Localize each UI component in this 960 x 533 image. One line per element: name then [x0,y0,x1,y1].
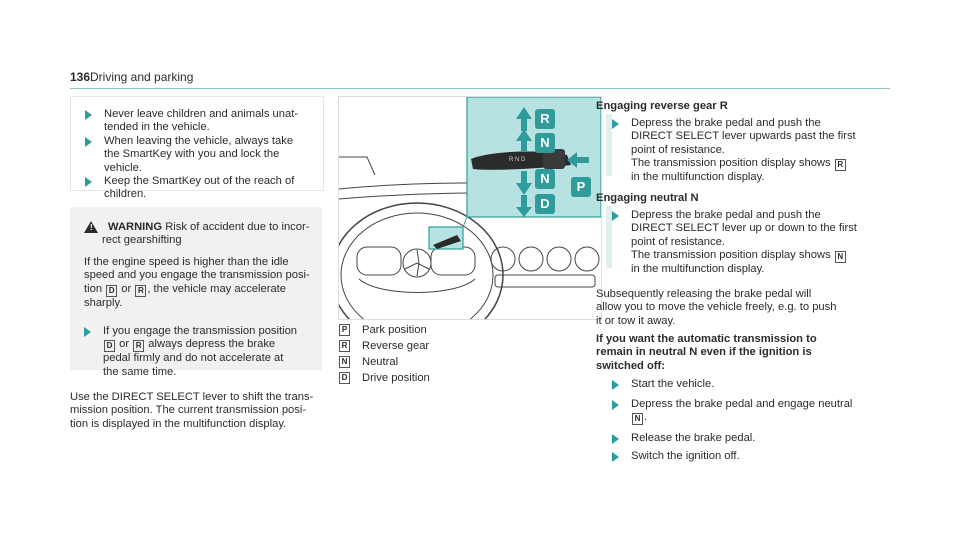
key-r-icon: R [133,340,145,353]
release-paragraph: Subsequently releasing the brake pedal w… [596,288,837,327]
step-bar [606,206,612,268]
warning-label: WARNING [108,221,163,233]
warning-title: Risk of accident due to incor- [165,221,310,233]
safety-item: Keep the SmartKey out of the reach of ch… [85,175,294,202]
bullet-arrow-icon [85,110,92,120]
neutral-heading: Engaging neutral N [596,192,699,204]
ignition-step: Switch the ignition off. [612,450,740,463]
warning-bullet-text: If you engage the transmission position … [103,325,298,378]
ignition-step: Depress the brake pedal and engage neutr… [612,398,852,426]
key-r-icon: R [339,340,350,352]
key-p-icon: P [339,324,350,336]
bullet-arrow-icon [612,452,619,462]
svg-text:R N D: R N D [509,157,526,163]
warning-bullet: If you engage the transmission position … [84,325,308,379]
page-number: 136 [70,70,91,84]
badge-p: P [571,177,591,197]
key-r-icon: R [834,159,846,172]
safety-item-text: Keep the SmartKey out of the reach of ch… [104,175,295,201]
warning-title-continued: rect gearshifting [102,234,182,246]
bullet-arrow-icon [612,380,619,390]
safety-item-text: When leaving the vehicle, always take th… [104,135,294,174]
key-n-icon: N [834,251,846,264]
safety-item: Never leave children and animals unat- t… [85,108,298,135]
safety-notes-box: Never leave children and animals unat- t… [70,96,324,200]
reverse-step: Depress the brake pedal and push the DIR… [612,117,856,185]
neutral-ignition-heading: If you want the automatic transmission t… [596,333,817,372]
warning-triangle-icon: ! [84,221,98,233]
warning-box: ! WARNING Risk of accident due to incor-… [70,207,322,378]
bullet-arrow-icon [612,119,619,129]
bullet-arrow-icon [84,327,91,337]
reverse-heading: Engaging reverse gear R [596,100,728,112]
ignition-step: Release the brake pedal. [612,432,755,445]
warning-paragraph: If the engine speed is higher than the i… [84,256,310,309]
badge-n-up: N [535,133,555,153]
illustration-svg: R N D [339,97,601,319]
safety-item-text: Never leave children and animals unat- t… [104,108,299,134]
ignition-step: Start the vehicle. [612,378,714,391]
key-d-icon: D [106,284,118,297]
safety-item: When leaving the vehicle, always take th… [85,135,293,175]
warning-heading: ! WARNING Risk of accident due to incor- [84,221,309,234]
neutral-step-text: Depress the brake pedal and push the DIR… [631,209,857,276]
header-divider [70,88,890,89]
page-header-title: Driving and parking [90,70,194,84]
step-bar [606,114,612,176]
key-n-icon: N [632,413,643,426]
bullet-arrow-icon [612,400,619,410]
badge-r: R [535,109,555,129]
bullet-arrow-icon [85,137,92,147]
key-n-icon: N [339,356,350,368]
steering-wheel-illustration: R N D R N N D P [338,96,602,320]
neutral-step: Depress the brake pedal and push the DIR… [612,209,857,277]
key-d-icon: D [104,340,115,353]
key-d-icon: D [339,372,350,384]
reverse-step-text: Depress the brake pedal and push the DIR… [631,117,856,184]
bullet-arrow-icon [612,434,619,444]
direct-select-paragraph: Use the DIRECT SELECT lever to shift the… [70,391,314,430]
bullet-arrow-icon [85,177,92,187]
key-r-icon: R [135,284,147,297]
badge-n-down: N [535,169,555,189]
bullet-arrow-icon [612,211,619,221]
badge-d: D [535,194,555,214]
